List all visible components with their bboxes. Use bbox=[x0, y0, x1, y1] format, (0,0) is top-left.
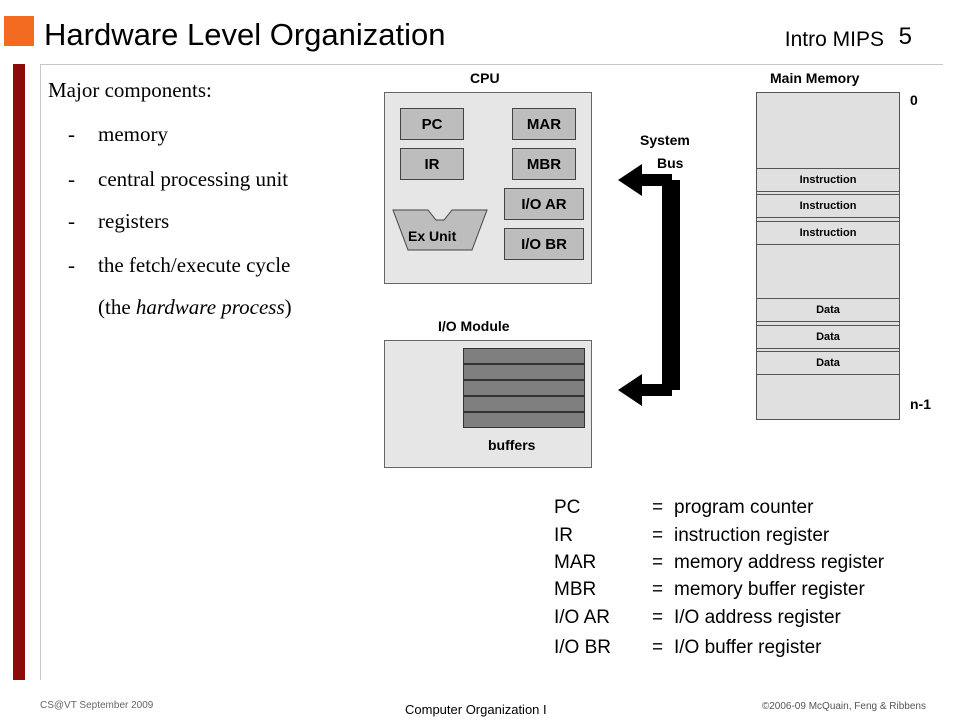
memory-cell-data: Data bbox=[756, 298, 900, 322]
register-ir: IR bbox=[400, 148, 464, 180]
footer-date: CS@VT September 2009 bbox=[40, 700, 154, 711]
register-mar: MAR bbox=[512, 108, 576, 140]
memory-cell-data: Data bbox=[756, 351, 900, 375]
buffers-label: buffers bbox=[488, 437, 536, 453]
register-io-br: I/O BR bbox=[504, 228, 584, 260]
bus-label-line2: Bus bbox=[657, 155, 684, 171]
footer-course: Computer Organization I bbox=[405, 702, 547, 717]
register-pc: PC bbox=[400, 108, 464, 140]
io-buffer bbox=[463, 380, 585, 396]
side-accent-bar bbox=[13, 64, 25, 680]
memory-top-address: 0 bbox=[910, 92, 918, 108]
system-bus-arrows bbox=[618, 164, 680, 406]
memory-cell-instruction: Instruction bbox=[756, 194, 900, 218]
register-mbr: MBR bbox=[512, 148, 576, 180]
memory-cell-data: Data bbox=[756, 325, 900, 349]
slide-topic: Intro MIPS bbox=[784, 28, 884, 51]
ex-unit-shape bbox=[392, 209, 488, 251]
cpu-label: CPU bbox=[470, 70, 500, 86]
io-buffer bbox=[463, 364, 585, 380]
memory-label: Main Memory bbox=[770, 70, 860, 86]
component-item: -central processing unit bbox=[68, 167, 289, 191]
component-item: -the fetch/execute cycle bbox=[68, 253, 291, 277]
io-module-label: I/O Module bbox=[438, 318, 510, 334]
slide-title: Hardware Level Organization bbox=[44, 17, 446, 52]
footer-copyright: ©2006-09 McQuain, Feng & Ribbens bbox=[761, 701, 926, 712]
register-io-ar: I/O AR bbox=[504, 188, 584, 220]
bus-label-line1: System bbox=[640, 132, 690, 148]
ex-unit-label: Ex Unit bbox=[408, 228, 457, 244]
accent-square bbox=[4, 16, 34, 46]
page-number: 5 bbox=[898, 23, 912, 50]
memory-cell-instruction: Instruction bbox=[756, 221, 900, 245]
components-heading: Major components: bbox=[48, 78, 212, 102]
component-item: -memory bbox=[68, 122, 168, 146]
component-subnote: (the hardware process) bbox=[98, 295, 292, 319]
component-item: -registers bbox=[68, 209, 170, 233]
memory-bottom-address: n-1 bbox=[910, 396, 931, 412]
io-buffer bbox=[463, 396, 585, 412]
memory-cell-instruction: Instruction bbox=[756, 168, 900, 192]
io-buffer bbox=[463, 348, 585, 364]
io-buffer bbox=[463, 412, 585, 428]
